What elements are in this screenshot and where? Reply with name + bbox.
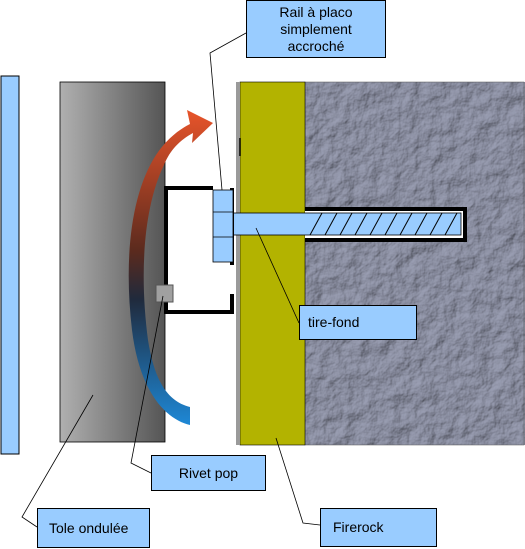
firerock-leader-line — [275, 437, 321, 526]
label-tire-fond-text: tire-fond — [308, 314, 360, 330]
concrete-wall — [305, 82, 525, 445]
outer-blue-panel — [0, 75, 20, 455]
label-tole-ondulee: Tole ondulée — [37, 508, 150, 548]
rail-leader-line — [209, 32, 247, 191]
label-rail-line-1: Rail à placo — [279, 3, 353, 20]
label-firerock: Firerock — [320, 508, 437, 547]
tire-fond-leader-line — [255, 227, 300, 324]
rivet-pop — [155, 284, 174, 303]
label-rivet-pop: Rivet pop — [151, 455, 266, 491]
tire-fond-threads — [309, 212, 458, 236]
label-rail-line-2: simplement — [280, 20, 352, 37]
leader-lines — [21, 32, 321, 528]
label-tole-text: Tole ondulée — [49, 519, 129, 536]
label-firerock-text: Firerock — [333, 519, 384, 535]
rail-placo-profile — [164, 186, 234, 314]
label-rail-line-3: accroché — [287, 37, 345, 54]
label-tire-fond: tire-fond — [299, 305, 417, 340]
rivet-leader-line — [130, 295, 164, 474]
airflow-arrow — [128, 110, 213, 425]
tire-fond-head — [212, 189, 234, 263]
label-rivet-text: Rivet pop — [178, 464, 239, 481]
firerock-edge — [236, 82, 240, 445]
label-rail-placo: Rail à placo simplement accroché — [246, 0, 386, 58]
tole-leader-line — [21, 394, 94, 528]
tire-fond-shaft — [232, 212, 462, 236]
